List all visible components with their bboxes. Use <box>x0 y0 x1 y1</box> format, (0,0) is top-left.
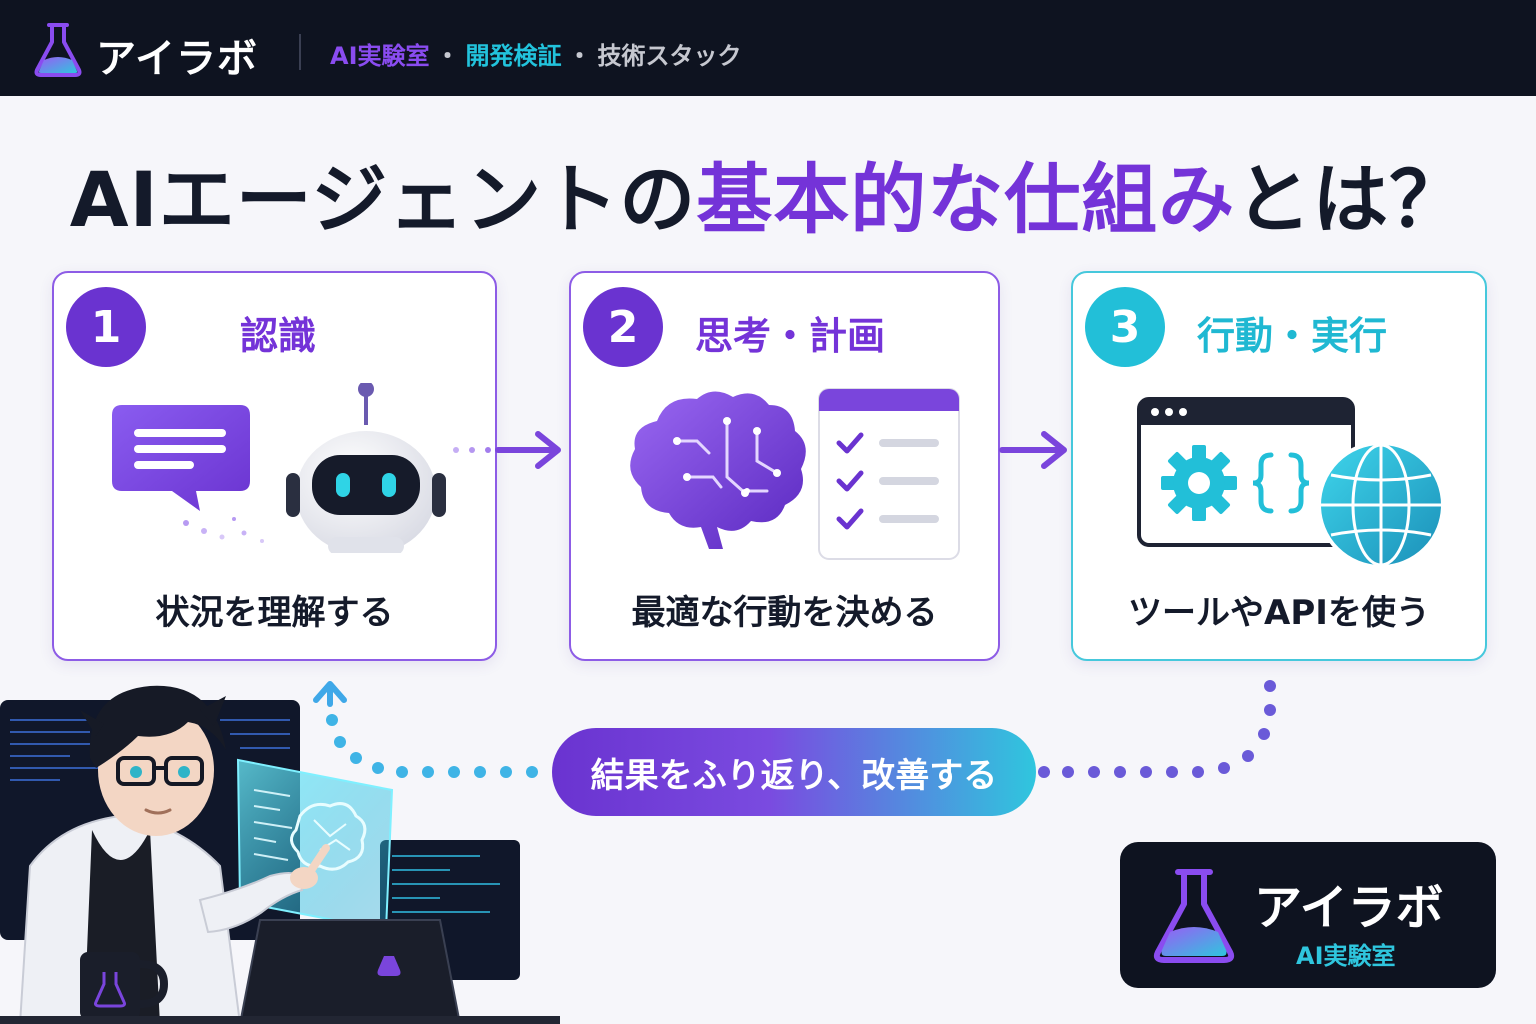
tagline-separator: ・ <box>567 42 592 70</box>
scientist-character-illustration <box>0 685 560 1024</box>
code-braces-icon <box>1252 452 1310 514</box>
flask-icon <box>1153 869 1235 963</box>
robot-icon <box>286 383 446 553</box>
brand-name: アイラボ <box>96 36 258 82</box>
badge-brand-name: アイラボ <box>1254 880 1444 936</box>
step-number: 2 <box>583 287 663 367</box>
step-title: 認識 <box>240 314 317 358</box>
checklist-icon <box>818 388 960 560</box>
step-number: 3 <box>1085 287 1165 367</box>
step-card-perception: 1 認識 <box>52 271 497 661</box>
action-art <box>1137 397 1445 569</box>
step-description: 最適な行動を決める <box>631 593 938 633</box>
step-card-action: 3 行動・実行 <box>1071 271 1487 661</box>
divider <box>299 34 301 70</box>
brand-badge: アイラボ AI実験室 <box>1120 842 1496 988</box>
arrow-right-icon <box>999 431 1067 469</box>
title-part-1: AIエージェントの <box>69 155 697 244</box>
thinking-art <box>630 388 960 560</box>
arrow-right-icon <box>453 431 561 469</box>
feedback-pill: 結果をふり返り、改善する <box>552 728 1036 816</box>
step-description: ツールやAPIを使う <box>1128 593 1430 633</box>
step-number: 1 <box>66 287 146 367</box>
brain-icon <box>630 391 806 549</box>
gear-icon <box>1161 445 1237 521</box>
step-title: 行動・実行 <box>1197 314 1388 358</box>
tagline-dev-verify: 開発検証 <box>465 42 562 70</box>
top-bar: アイラボ AI実験室・開発検証・技術スタック <box>0 0 1536 96</box>
step-title: 思考・計画 <box>695 314 886 358</box>
perception-art <box>112 383 446 553</box>
flask-icon <box>34 23 82 77</box>
globe-icon <box>1317 441 1445 569</box>
step-description: 状況を理解する <box>155 593 394 633</box>
badge-subtitle: AI実験室 <box>1296 942 1396 970</box>
title-part-2: とは？ <box>1235 155 1467 244</box>
tagline-ai-lab: AI実験室 <box>330 42 430 70</box>
tagline: AI実験室・開発検証・技術スタック <box>330 36 742 71</box>
tagline-tech-stack: 技術スタック <box>597 42 742 70</box>
step-card-thinking: 2 思考・計画 最適な行動を決める <box>569 271 1000 661</box>
page-title: AIエージェントの基本的な仕組みとは？ <box>0 138 1536 248</box>
title-accent: 基本的な仕組み <box>696 155 1236 244</box>
tagline-separator: ・ <box>435 42 460 70</box>
chat-bubble-icon <box>112 405 264 543</box>
